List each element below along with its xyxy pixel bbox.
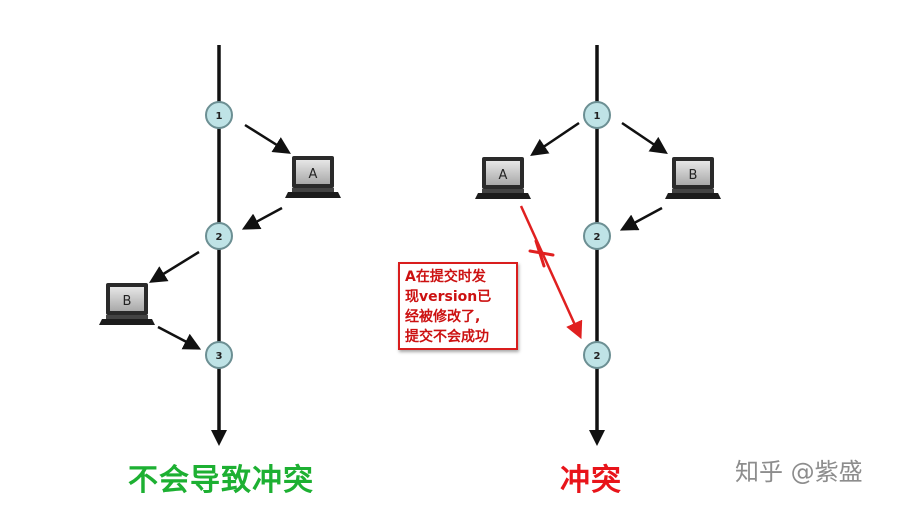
conflict-note-line-4: 提交不会成功 xyxy=(405,329,489,345)
right-caption: 冲突 xyxy=(560,463,622,498)
right-node-2: 2 xyxy=(583,222,611,250)
left-node-1: 1 xyxy=(205,101,233,129)
right-laptop-b-icon: B xyxy=(665,157,721,199)
right-arrow-node1-to-a xyxy=(530,121,580,156)
right-diagram: 1 2 2 A B xyxy=(475,45,721,446)
watermark: 知乎 @紫盛 xyxy=(735,458,863,486)
left-caption: 不会导致冲突 xyxy=(128,463,314,498)
right-arrow-node1-to-b xyxy=(621,121,668,154)
conflict-cross-icon xyxy=(528,239,555,268)
left-arrow-node1-to-a xyxy=(244,123,291,154)
svg-text:1: 1 xyxy=(216,111,223,122)
svg-text:1: 1 xyxy=(594,111,601,122)
left-node-2: 2 xyxy=(205,222,233,250)
right-timeline-arrowhead xyxy=(589,430,605,446)
left-node-3: 3 xyxy=(205,341,233,369)
left-timeline-arrowhead xyxy=(211,430,227,446)
svg-text:A: A xyxy=(499,168,508,183)
svg-text:2: 2 xyxy=(594,232,601,243)
left-arrow-a-to-node2 xyxy=(241,206,283,230)
left-laptop-b-icon: B xyxy=(99,283,155,325)
right-node-1: 1 xyxy=(583,101,611,129)
svg-text:B: B xyxy=(123,294,132,309)
conflict-note-line-1: A在提交时发 xyxy=(405,269,486,285)
left-arrow-node2-to-b xyxy=(149,250,200,283)
svg-text:B: B xyxy=(689,168,698,183)
svg-text:3: 3 xyxy=(216,351,223,362)
left-arrow-b-to-node3 xyxy=(157,325,202,350)
right-arrow-b-to-node2 xyxy=(619,206,663,231)
right-laptop-a-icon: A xyxy=(475,157,531,199)
left-diagram: 1 2 3 A B xyxy=(99,45,341,446)
conflict-note-line-2: 现version已 xyxy=(405,289,492,305)
left-laptop-a-icon: A xyxy=(285,156,341,198)
svg-text:2: 2 xyxy=(594,351,601,362)
conflict-arrow xyxy=(519,205,583,340)
right-node-2-conflict: 2 xyxy=(583,341,611,369)
conflict-note: A在提交时发 现version已 经被修改了, 提交不会成功 xyxy=(398,262,518,350)
svg-text:A: A xyxy=(309,167,318,182)
svg-text:2: 2 xyxy=(216,232,223,243)
conflict-note-line-3: 经被修改了, xyxy=(405,309,481,325)
